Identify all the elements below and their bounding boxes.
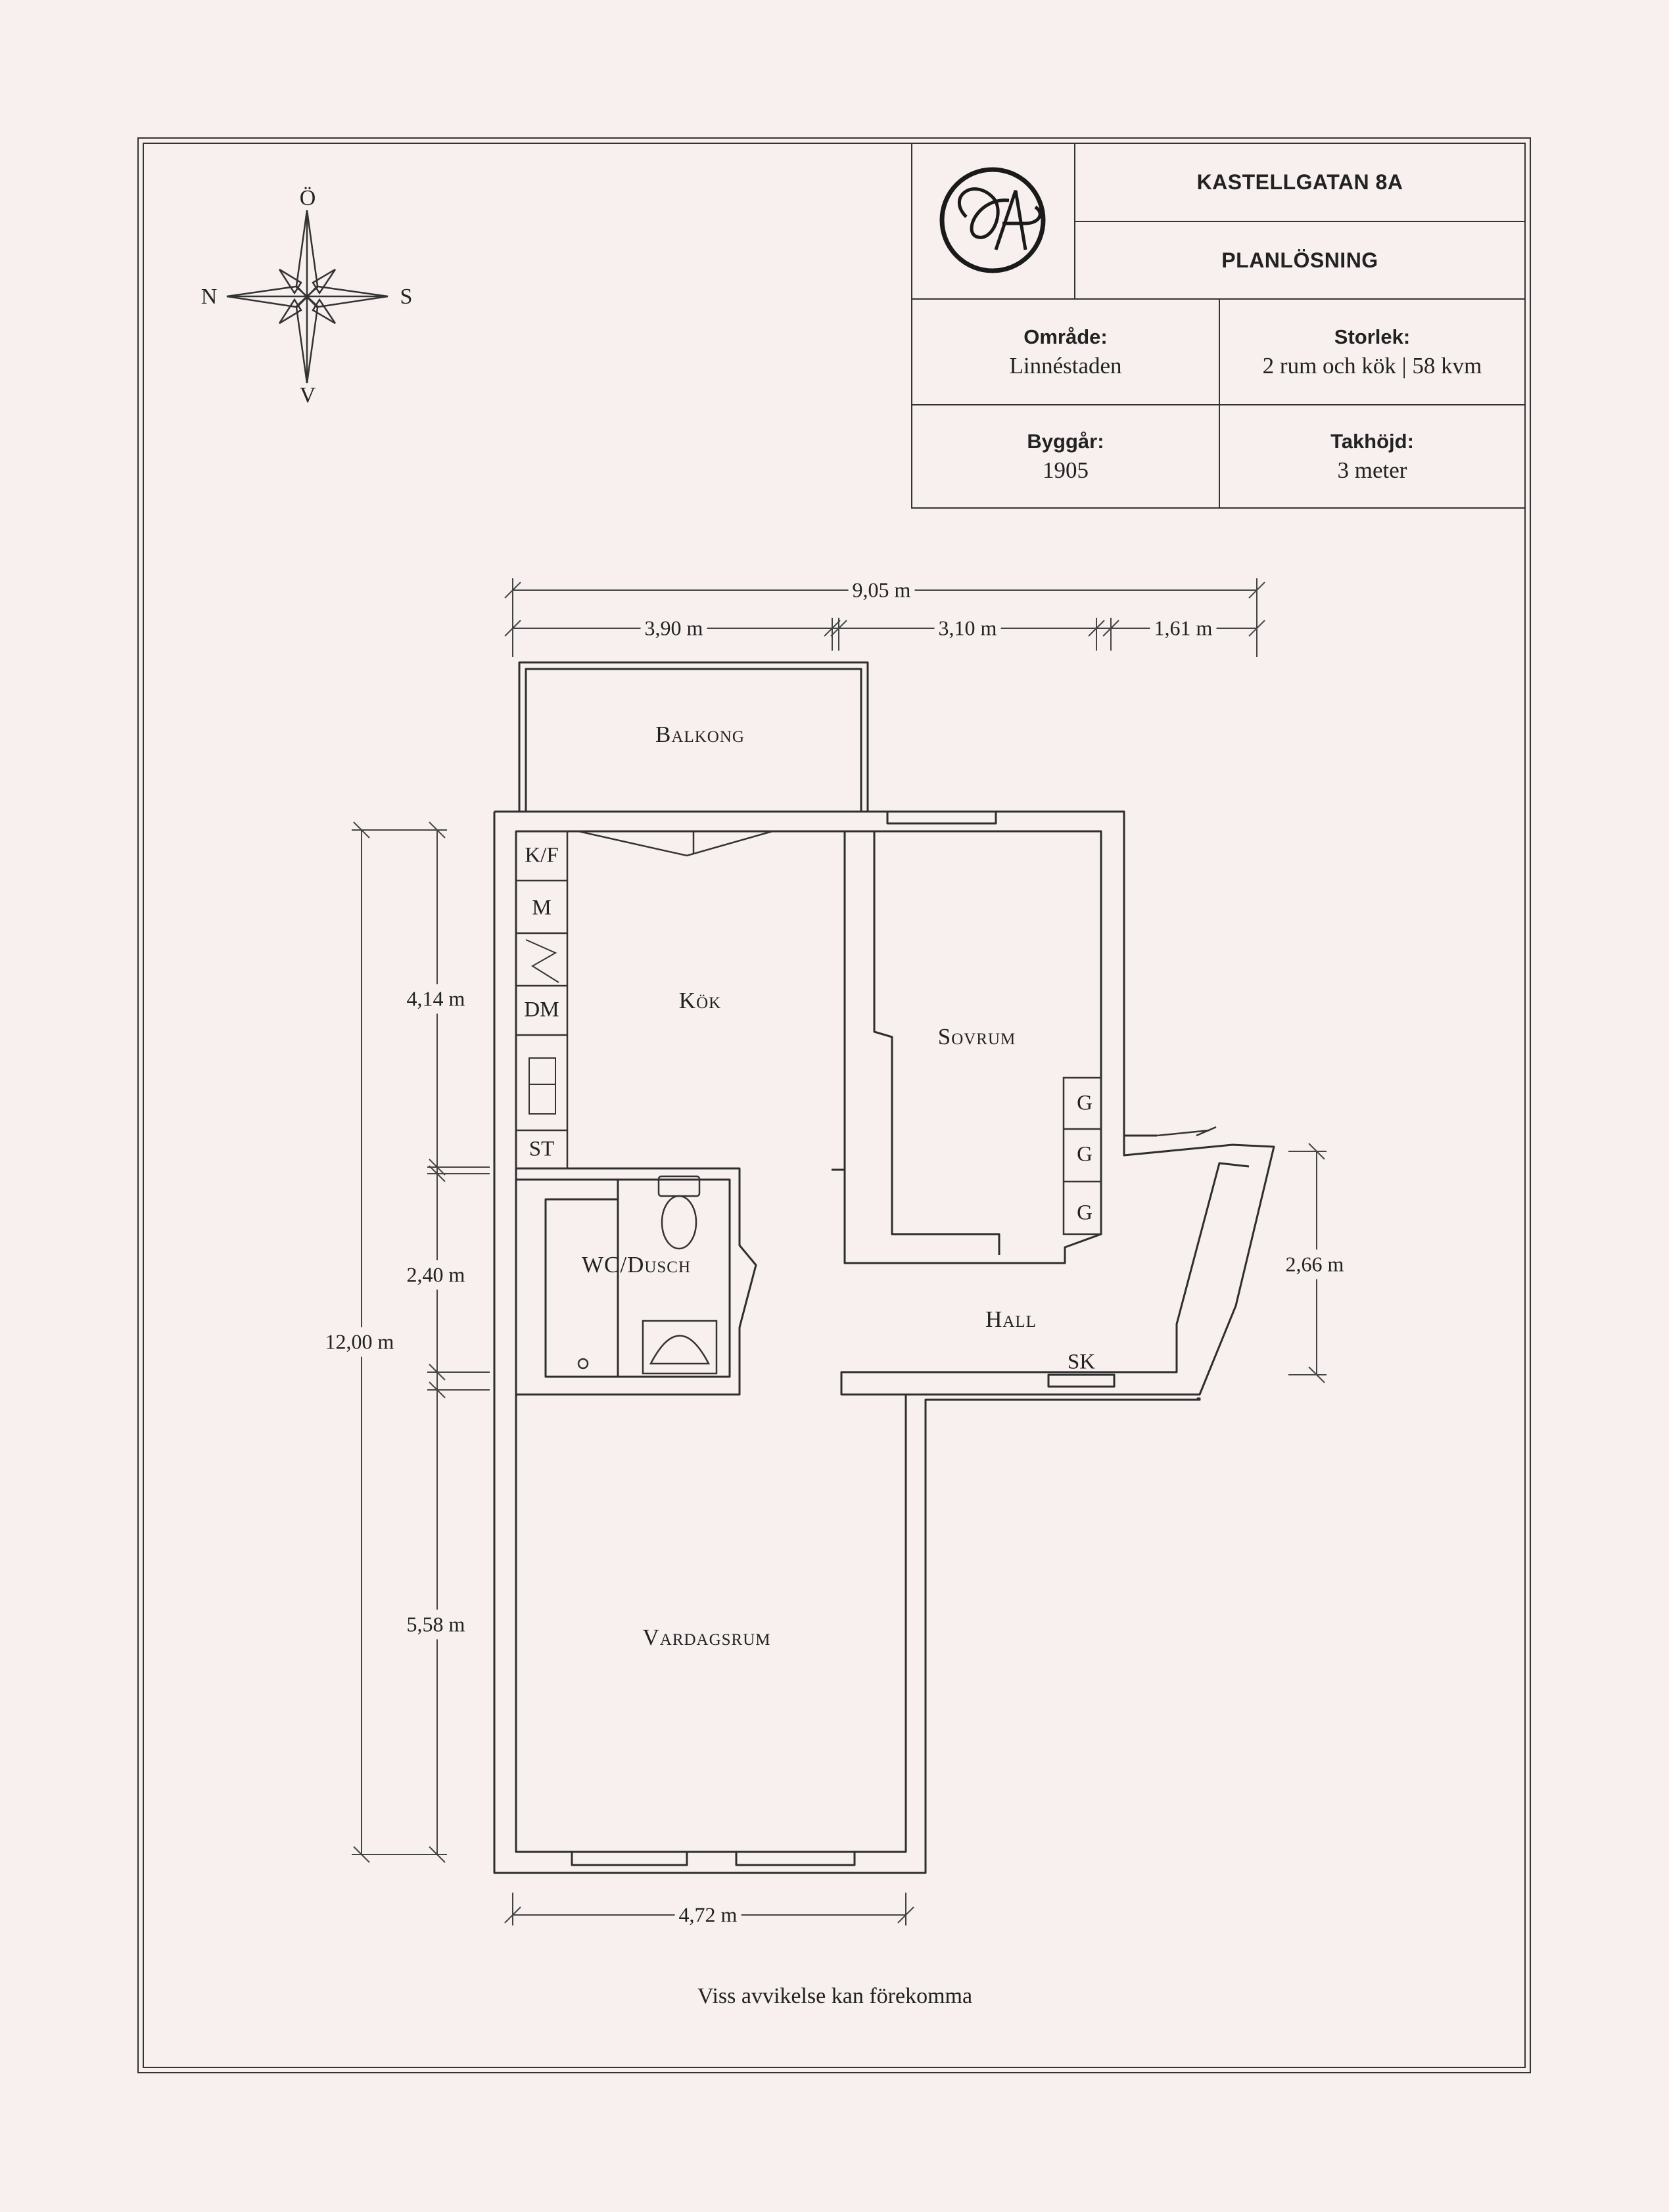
- room-living: Vardagsrum: [642, 1624, 771, 1650]
- wardrobe-units: [1062, 1076, 1102, 1235]
- compass-right-label: S: [400, 285, 413, 309]
- room-balcony: Balkong: [655, 722, 745, 747]
- dim-bottom-width: 4,72 m: [674, 1902, 741, 1927]
- room-bathroom: WC/Dusch: [581, 1252, 692, 1278]
- height-cell: Takhöjd: 3 meter: [1219, 405, 1525, 508]
- compass-bottom-label: V: [299, 383, 316, 407]
- logo-monogram-icon: [939, 167, 1046, 273]
- plan-subtitle: PLANLÖSNING: [1221, 248, 1378, 272]
- fixture-wardrobe-1: G: [1077, 1091, 1093, 1115]
- room-hall: Hall: [985, 1306, 1037, 1332]
- size-label: Storlek:: [1334, 325, 1411, 348]
- dim-width-b: 3,10 m: [934, 616, 1001, 641]
- dimension-lines: [352, 578, 1327, 1925]
- area-value: Linnéstaden: [1009, 352, 1122, 379]
- room-kitchen: Kök: [678, 988, 722, 1013]
- year-value: 1905: [1043, 457, 1089, 483]
- fixture-dishwasher: DM: [524, 998, 559, 1022]
- title-block-grid: [911, 143, 1526, 509]
- size-cell: Storlek: 2 rum och kök | 58 kvm: [1219, 299, 1525, 405]
- bathroom-fixtures: [577, 1175, 718, 1375]
- subtitle-cell: PLANLÖSNING: [1075, 221, 1525, 299]
- compass-left-label: N: [200, 285, 218, 309]
- kitchen-counter: [515, 830, 569, 1170]
- height-value: 3 meter: [1337, 457, 1407, 483]
- compass-rose-icon: [226, 210, 388, 384]
- inner-frame: [143, 143, 1526, 2068]
- area-label: Område:: [1023, 325, 1108, 348]
- fixture-storage: ST: [529, 1137, 555, 1161]
- dim-width-c: 1,61 m: [1150, 616, 1217, 641]
- dim-height-bath: 2,40 m: [406, 1260, 465, 1290]
- address-title: KASTELLGATAN 8A: [1196, 170, 1403, 194]
- disclaimer-text: Viss avvikelse kan förekomma: [697, 1984, 973, 2008]
- size-value: 2 rum och kök | 58 kvm: [1262, 352, 1482, 379]
- fixture-wardrobe-3: G: [1077, 1201, 1093, 1225]
- fixture-fridge: K/F: [525, 843, 559, 867]
- dim-total-width: 9,05 m: [848, 578, 915, 603]
- compass-top-label: Ö: [299, 186, 316, 210]
- year-label: Byggår:: [1027, 429, 1104, 453]
- dim-height-kitchen: 4,14 m: [406, 984, 465, 1014]
- dim-width-a: 3,90 m: [640, 616, 707, 641]
- dim-height-hall: 2,66 m: [1285, 1249, 1344, 1279]
- dim-total-height: 12,00 m: [325, 1327, 394, 1357]
- year-cell: Byggår: 1905: [912, 405, 1219, 508]
- door-swings: [578, 830, 1217, 1137]
- address-cell: KASTELLGATAN 8A: [1075, 143, 1525, 221]
- dim-height-living: 5,58 m: [406, 1609, 465, 1640]
- outer-frame: [137, 137, 1531, 2073]
- height-label: Takhöjd:: [1330, 429, 1414, 453]
- fixture-microwave: M: [532, 896, 552, 920]
- fixture-closet: SK: [1067, 1350, 1096, 1374]
- walls: [493, 661, 1275, 1874]
- fixture-wardrobe-2: G: [1077, 1142, 1093, 1166]
- room-bedroom: Sovrum: [937, 1024, 1016, 1049]
- area-cell: Område: Linnéstaden: [912, 299, 1219, 405]
